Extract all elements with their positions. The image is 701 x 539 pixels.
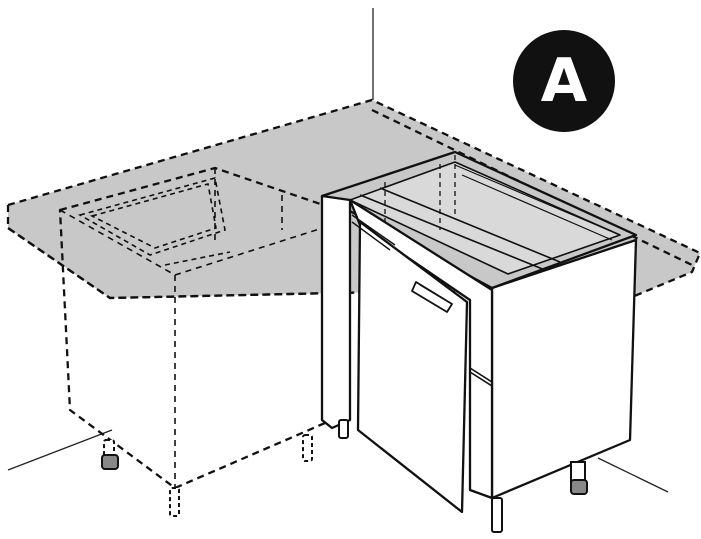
room-guide-lines [7, 8, 669, 493]
step-badge: A [513, 30, 615, 132]
corner-cabinet [320, 150, 638, 514]
cabinet-left-gable [320, 194, 352, 430]
adjacent-cabinet-outline [58, 166, 334, 490]
corner-cabinet-legs [101, 419, 588, 533]
sink-bowl [77, 176, 231, 266]
step-letter: A [540, 46, 588, 116]
open-door [356, 220, 469, 514]
adjacent-cabinet-edges [59, 168, 333, 488]
